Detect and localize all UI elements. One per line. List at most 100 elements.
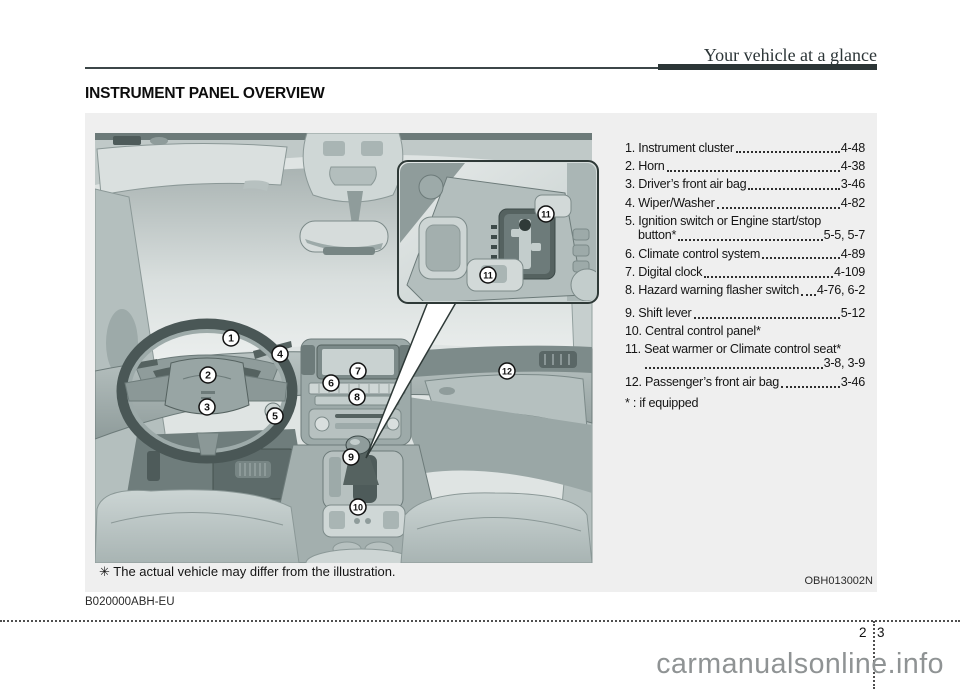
svg-text:10: 10 bbox=[353, 503, 363, 513]
svg-text:11: 11 bbox=[483, 271, 493, 281]
rearview-mirror bbox=[299, 191, 389, 255]
toc-leader-dots bbox=[762, 257, 840, 260]
toc-item-label: 1. Instrument cluster bbox=[625, 140, 734, 155]
inset-storage-tray bbox=[418, 216, 468, 280]
callout-marker-7: 7 bbox=[349, 362, 367, 380]
toc-item: 1. Instrument cluster 4-48 bbox=[625, 137, 865, 155]
svg-text:12: 12 bbox=[502, 367, 512, 377]
svg-text:7: 7 bbox=[355, 366, 361, 378]
page-title: INSTRUMENT PANEL OVERVIEW bbox=[85, 85, 325, 102]
callout-marker-9: 9 bbox=[342, 448, 360, 466]
toc-item: 7. Digital clock 4-109 bbox=[625, 261, 865, 279]
toc-leader-dots bbox=[801, 294, 816, 297]
toc-item: 11. Seat warmer or Climate control seat* bbox=[625, 339, 865, 357]
toc-item-label: 4. Wiper/Washer bbox=[625, 195, 715, 210]
svg-text:2: 2 bbox=[205, 370, 211, 382]
svg-text:11: 11 bbox=[541, 210, 551, 220]
header-rule-thin bbox=[85, 67, 658, 69]
svg-text:3: 3 bbox=[204, 402, 210, 414]
header-rule-thick bbox=[658, 64, 877, 70]
callout-marker-6: 6 bbox=[322, 374, 340, 392]
callout-marker-8: 8 bbox=[348, 388, 366, 406]
passenger-dashboard bbox=[395, 345, 592, 493]
chapter-header: Your vehicle at a glance bbox=[703, 45, 877, 65]
toc-item: 3. Driver’s front air bag 3-46 bbox=[625, 174, 865, 192]
figure-caption: ✳ The actual vehicle may differ from the… bbox=[99, 564, 396, 579]
toc-item: 2. Horn 4-38 bbox=[625, 155, 865, 173]
toc-item-page-ref: 4-76, 6-2 bbox=[816, 283, 865, 298]
callout-marker-5: 5 bbox=[266, 407, 284, 425]
footer-dashed-divider bbox=[873, 621, 875, 689]
passenger-seat bbox=[400, 492, 593, 563]
footer-dashed-rule bbox=[0, 620, 960, 622]
figure-code: OBH013002N bbox=[804, 575, 874, 587]
toc-item-page-ref: 4-38 bbox=[840, 158, 865, 173]
toc-item: 3-8, 3-9 bbox=[625, 357, 865, 371]
toc-item: 10. Central control panel* bbox=[625, 321, 865, 339]
overhead-console bbox=[302, 133, 404, 203]
svg-text:5: 5 bbox=[272, 411, 278, 423]
toc-leader-dots bbox=[735, 151, 840, 154]
toc-item-label: 11. Seat warmer or Climate control seat* bbox=[625, 342, 841, 357]
page-number-chapter: 2 bbox=[859, 625, 867, 640]
toc-item-label: 8. Hazard warning flasher switch bbox=[625, 283, 799, 298]
toc-item-label: 9. Shift lever bbox=[625, 305, 692, 320]
svg-text:4: 4 bbox=[277, 349, 283, 361]
toc-item-label: 10. Central control panel* bbox=[625, 324, 761, 339]
svg-text:6: 6 bbox=[328, 378, 334, 390]
callout-marker-10: 10 bbox=[349, 498, 367, 516]
toc-item-page-ref: 4-89 bbox=[840, 246, 865, 261]
watermark-text: carmanualsonline.info bbox=[656, 648, 944, 680]
toc-item-label: 3. Driver’s front air bag bbox=[625, 177, 747, 192]
section-code: B020000ABH-EU bbox=[85, 596, 175, 608]
toc-item: 4. Wiper/Washer 4-82 bbox=[625, 192, 865, 210]
toc-leader-dots bbox=[704, 275, 834, 278]
toc-item-label: 5. Ignition switch or Engine start/stop bbox=[625, 214, 822, 229]
inset-knob bbox=[418, 174, 444, 200]
callout-marker-3: 3 bbox=[198, 398, 216, 416]
toc-item-page-ref: 3-46 bbox=[840, 374, 865, 389]
toc-item-page-ref: 3-8, 3-9 bbox=[823, 356, 866, 371]
callout-marker-4: 4 bbox=[271, 345, 289, 363]
toc-leader-dots bbox=[716, 206, 840, 209]
toc-item-label: 7. Digital clock bbox=[625, 264, 703, 279]
toc-item-label: button* bbox=[638, 228, 677, 243]
toc-item-page-ref: 4-48 bbox=[840, 140, 865, 155]
toc-item-page-ref: 3-46 bbox=[840, 177, 865, 192]
navigation-display bbox=[316, 344, 400, 380]
toc-item: 8. Hazard warning flasher switch 4-76, 6-… bbox=[625, 280, 865, 298]
toc-leader-dots bbox=[666, 169, 840, 172]
toc-item: 5. Ignition switch or Engine start/stop bbox=[625, 211, 865, 229]
central-control-panel bbox=[322, 504, 406, 538]
toc-footnote: * : if equipped bbox=[625, 395, 699, 410]
svg-text:8: 8 bbox=[354, 392, 360, 404]
toc-item-label: 6. Climate control system bbox=[625, 246, 761, 261]
toc-item-page-ref: 5-5, 5-7 bbox=[823, 228, 866, 243]
toc-leader-dots bbox=[645, 367, 823, 370]
toc-item-page-ref: 4-82 bbox=[840, 195, 865, 210]
console-inset bbox=[397, 160, 599, 304]
page-number-page: 3 bbox=[877, 625, 885, 640]
callout-marker-2: 2 bbox=[199, 366, 217, 384]
toc-leader-dots bbox=[781, 385, 840, 388]
toc-leader-dots bbox=[748, 188, 840, 191]
driver-seat bbox=[95, 489, 300, 563]
sun-visor bbox=[96, 142, 288, 196]
callout-marker-1: 1 bbox=[222, 329, 240, 347]
toc-item-page-ref: 4-109 bbox=[834, 264, 865, 279]
toc-leader-dots bbox=[678, 238, 823, 241]
callout-marker-12: 12 bbox=[498, 362, 516, 380]
inset-shift-gate bbox=[491, 208, 556, 280]
toc-item-label: 2. Horn bbox=[625, 158, 665, 173]
toc-item-page-ref: 5-12 bbox=[840, 305, 865, 320]
toc-leader-dots bbox=[693, 316, 840, 319]
svg-text:1: 1 bbox=[228, 333, 234, 345]
toc-item: 6. Climate control system 4-89 bbox=[625, 243, 865, 261]
callout-marker-11: 11 bbox=[479, 266, 497, 284]
